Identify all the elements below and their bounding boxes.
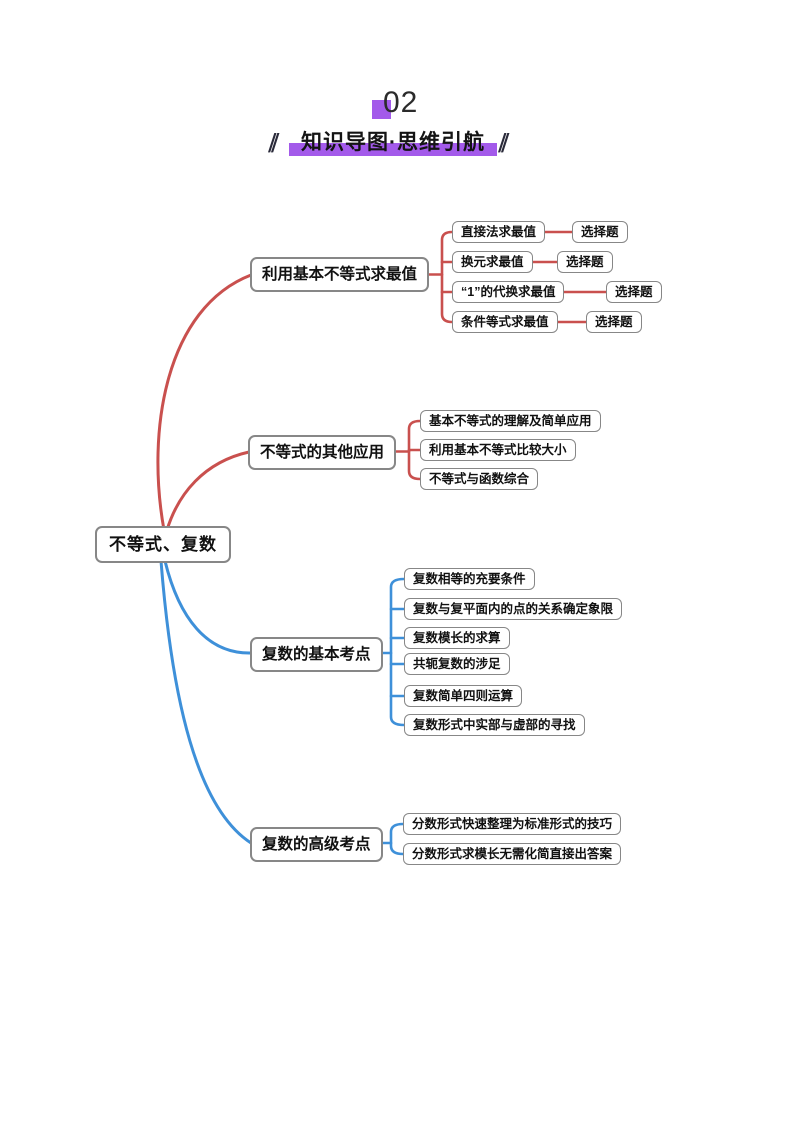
topic-conditional-equality: 条件等式求最值 <box>452 311 558 333</box>
tag-multiple-choice: 选择题 <box>557 251 613 273</box>
branch-complex-advanced: 复数的高级考点 <box>250 827 383 862</box>
topic-complex-equality-condition: 复数相等的充要条件 <box>404 568 535 590</box>
topic-complex-plane-quadrant: 复数与复平面内的点的关系确定象限 <box>404 598 623 620</box>
page-title: 知识导图·思维引航 <box>301 131 485 154</box>
root-node: 不等式、复数 <box>95 526 231 563</box>
tag-multiple-choice: 选择题 <box>572 221 628 243</box>
branch-other-applications: 不等式的其他应用 <box>248 435 397 470</box>
topic-complex-modulus: 复数模长的求算 <box>404 627 510 649</box>
topic-inequality-function: 不等式与函数综合 <box>420 468 539 490</box>
topic-complex-arithmetic: 复数简单四则运算 <box>404 685 523 707</box>
section-accent-square <box>372 100 391 119</box>
topic-substitution: 换元求最值 <box>452 251 533 273</box>
topic-fraction-standard-form: 分数形式快速整理为标准形式的技巧 <box>403 813 622 835</box>
tag-multiple-choice: 选择题 <box>606 281 662 303</box>
topic-conjugate-complex: 共轭复数的涉足 <box>404 653 510 675</box>
topic-compare-sizes: 利用基本不等式比较大小 <box>420 439 576 461</box>
topic-one-substitution: “1”的代换求最值 <box>452 281 565 303</box>
topic-real-imaginary-parts: 复数形式中实部与虚部的寻找 <box>404 714 585 736</box>
topic-fraction-modulus-shortcut: 分数形式求模长无需化简直接出答案 <box>403 843 622 865</box>
topic-direct-method: 直接法求最值 <box>452 221 546 243</box>
branch-max-with-basic-inequality: 利用基本不等式求最值 <box>250 257 430 292</box>
topic-basic-inequality-understanding: 基本不等式的理解及简单应用 <box>420 410 601 432</box>
section-number: 02 <box>383 86 419 119</box>
branch-complex-basic: 复数的基本考点 <box>250 637 383 672</box>
tag-multiple-choice: 选择题 <box>586 311 642 333</box>
title-highlight-bar <box>289 143 497 156</box>
